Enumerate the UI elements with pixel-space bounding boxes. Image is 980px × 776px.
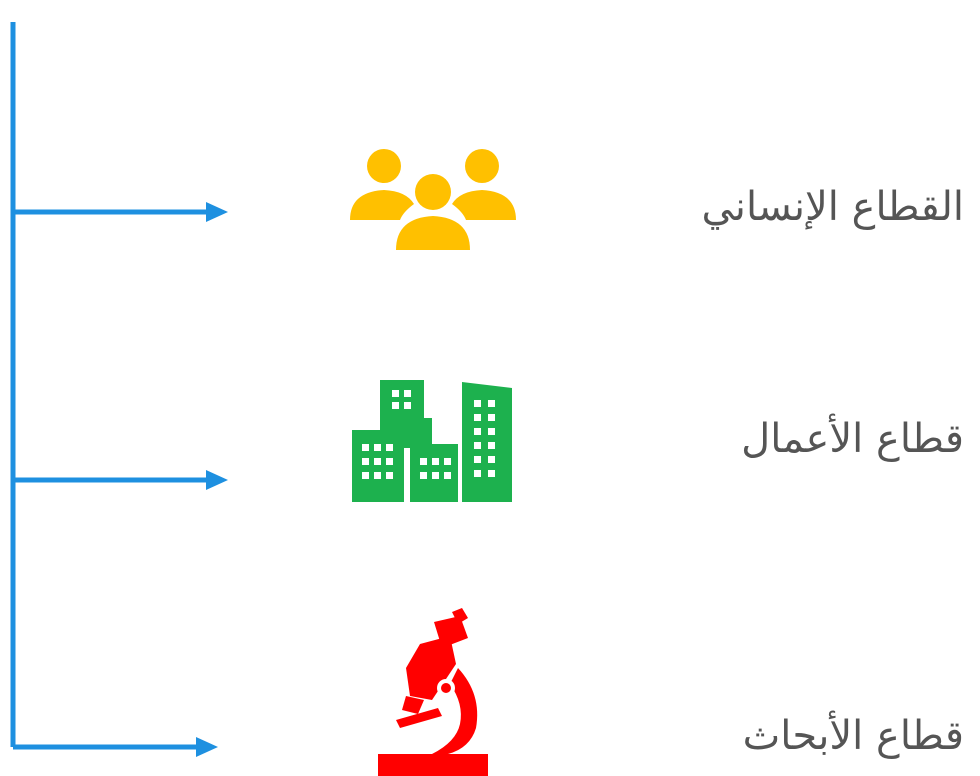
branch-arrow-1-head	[206, 202, 228, 222]
people-icon	[350, 149, 516, 250]
sector-label-research: قطاع الأبحاث	[742, 713, 964, 759]
branch-arrow-2-head	[206, 470, 228, 490]
sector-label-business: قطاع الأعمال	[741, 416, 964, 462]
buildings-icon	[352, 380, 512, 502]
branch-arrow-3-head	[196, 737, 218, 757]
sector-label-humanitarian: القطاع الإنساني	[701, 184, 964, 230]
microscope-icon	[378, 608, 488, 776]
